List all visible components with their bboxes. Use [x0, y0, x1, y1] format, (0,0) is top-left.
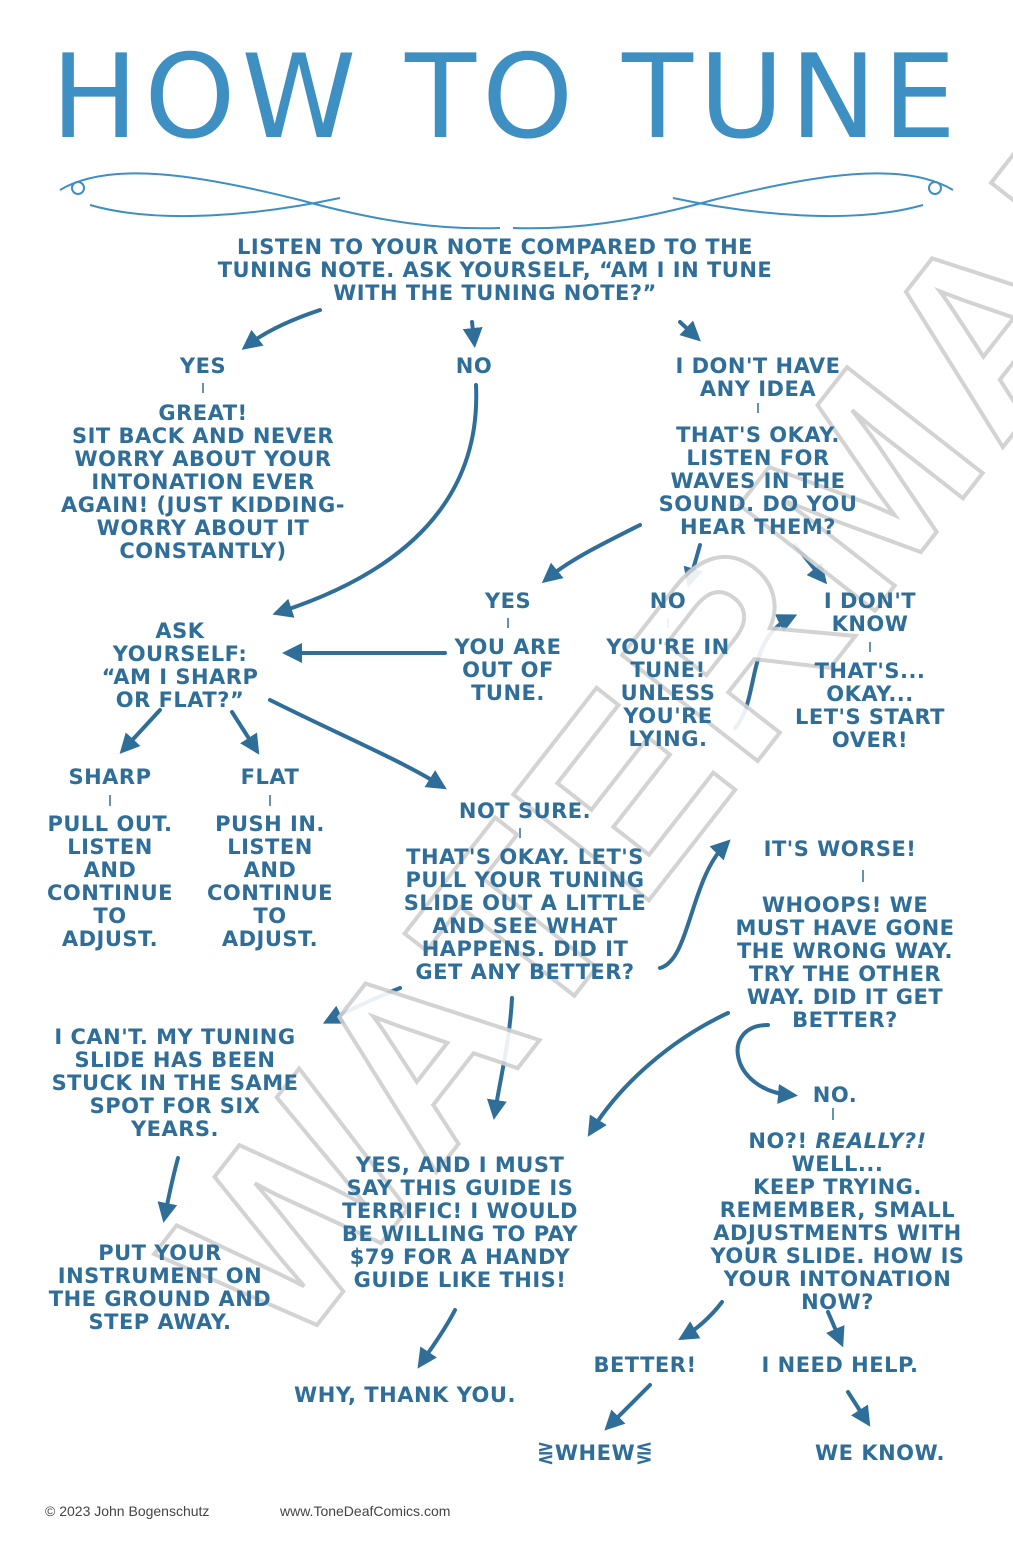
node-whew: ⋛WHEW⋚	[535, 1442, 655, 1465]
node-worse-result: WHOOPS! WE MUST HAVE GONE THE WRONG WAY.…	[735, 893, 955, 1032]
node-sharp: SHARP	[68, 765, 152, 789]
arrow-better-worse	[658, 839, 731, 970]
arrow-slide-yes	[486, 996, 514, 1120]
arrow-intonation-better	[678, 1300, 724, 1341]
arrow-help-weknow	[846, 1390, 871, 1427]
arrow-intonation-help	[826, 1310, 845, 1348]
footer-copyright: © 2023 John Bogenschutz	[45, 1503, 210, 1519]
arrow-waves-yes	[541, 523, 642, 584]
node-help: I NEED HELP.	[761, 1353, 919, 1377]
node-idk2-result: THAT'S... OKAY... LET'S START OVER!	[794, 659, 946, 752]
arrow-ask-flat	[230, 710, 260, 755]
arrow-cant-put	[157, 1156, 180, 1223]
node-thanks: WHY, THANK YOU.	[294, 1383, 516, 1407]
whew-mark-right: ⋚	[635, 1441, 654, 1465]
no3-result-a: NO?!	[748, 1129, 816, 1153]
arrow-start-no	[462, 320, 483, 348]
arrow-start-yes	[241, 308, 322, 350]
arrow-yes-thanks	[417, 1308, 457, 1369]
flourish-left	[59, 172, 501, 230]
node-no1: NO	[455, 354, 493, 378]
whew-label: WHEW	[554, 1441, 636, 1465]
arrow-ask-sharp	[119, 708, 162, 754]
node-start: LISTEN TO YOUR NOTE COMPARED TO THE TUNI…	[217, 235, 773, 305]
whew-mark-left: ⋛	[536, 1441, 555, 1465]
flourish-right	[512, 172, 954, 230]
node-cant: I CAN'T. MY TUNING SLIDE HAS BEEN STUCK …	[51, 1025, 299, 1141]
node-ask: ASK YOURSELF: “AM I SHARP OR FLAT?”	[101, 619, 259, 712]
node-idk1-result: THAT'S OKAY. LISTEN FOR WAVES IN THE SOU…	[658, 423, 858, 539]
arrow-better-whew	[604, 1383, 652, 1431]
node-flat: FLAT	[240, 765, 300, 789]
arrow-lying-restart	[733, 614, 798, 730]
node-no3-result: NO?! REALLY?! WELL... KEEP TRYING. REMEM…	[690, 1130, 985, 1314]
footer-website[interactable]: www.ToneDeafComics.com	[280, 1503, 451, 1519]
arrow-slide-cant	[322, 986, 402, 1024]
node-no2-result: YOU'RE IN TUNE! UNLESS YOU'RE LYING.	[606, 635, 730, 751]
node-yes2: YES	[484, 589, 532, 613]
no3-result-really: REALLY?!	[815, 1129, 927, 1153]
node-notsure: NOT SURE.	[458, 799, 592, 823]
node-weknow: WE KNOW.	[815, 1441, 945, 1465]
page-title: HOW TO TUNE	[51, 30, 962, 165]
arrow-ask-notsure	[268, 698, 447, 790]
node-notsure-result: THAT'S OKAY. LET'S PULL YOUR TUNING SLID…	[403, 845, 647, 984]
node-yes1: YES	[179, 354, 227, 378]
arrow-worse-no	[735, 1023, 798, 1104]
arrow-start-idk	[678, 320, 701, 342]
node-yes-terrific: YES, AND I MUST SAY THIS GUIDE IS TERRIF…	[341, 1153, 579, 1292]
no3-result-c: WELL... KEEP TRYING. REMEMBER, SMALL ADJ…	[710, 1152, 965, 1314]
arrow-waves-idk	[793, 543, 828, 585]
node-yes1-result: GREAT! SIT BACK AND NEVER WORRY ABOUT YO…	[60, 401, 346, 563]
node-worse: IT'S WORSE!	[763, 837, 917, 861]
node-better: BETTER!	[593, 1353, 697, 1377]
arrow-worse-yes	[587, 1011, 730, 1137]
arrow-waves-no	[683, 543, 703, 588]
arrow-no-ask	[272, 383, 479, 618]
node-yes2-result: YOU ARE OUT OF TUNE.	[454, 635, 562, 705]
node-no3: NO.	[812, 1083, 858, 1107]
node-idk1: I DON'T HAVE ANY IDEA	[675, 354, 841, 401]
node-flat-result: PUSH IN. LISTEN AND CONTINUE TO ADJUST.	[207, 812, 333, 951]
node-idk2: I DON'T KNOW	[823, 589, 917, 636]
node-no2: NO	[649, 589, 687, 613]
node-sharp-result: PULL OUT. LISTEN AND CONTINUE TO ADJUST.	[47, 812, 173, 951]
node-cant-result: PUT YOUR INSTRUMENT ON THE GROUND AND ST…	[48, 1241, 272, 1334]
